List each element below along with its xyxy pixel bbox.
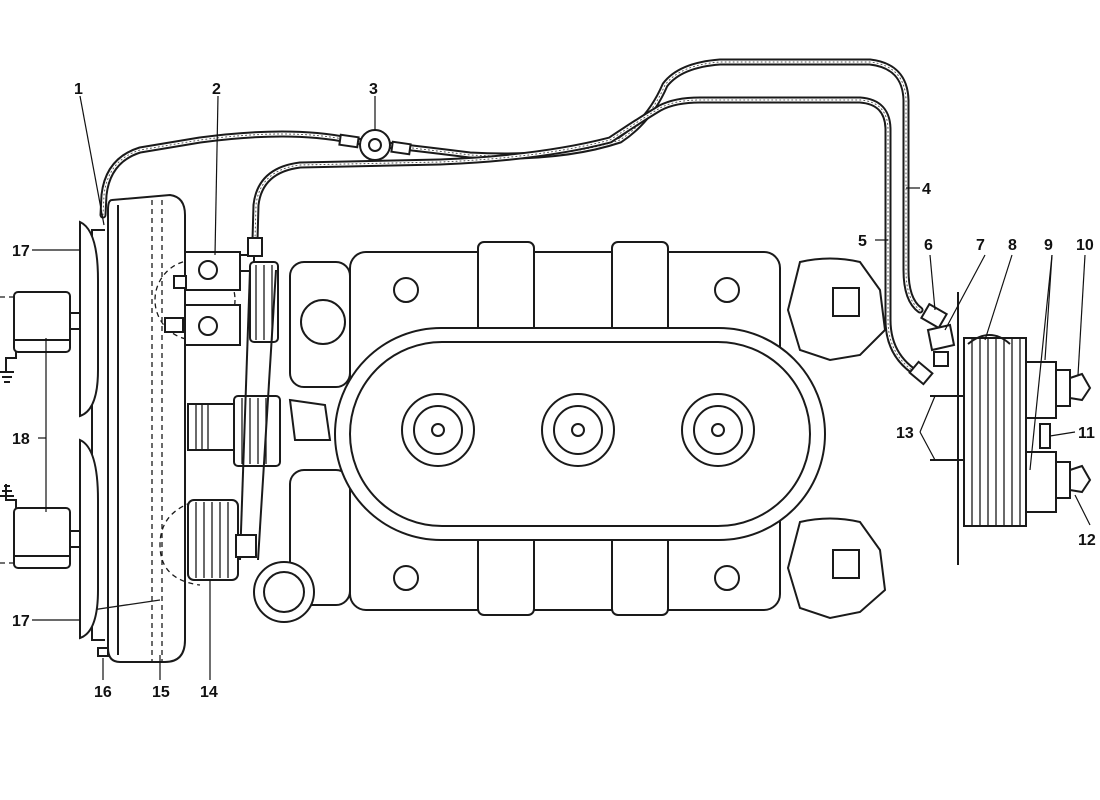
label-6: 6 — [924, 237, 933, 254]
belt-drive — [187, 261, 332, 561]
label-7: 7 — [976, 237, 985, 254]
label-4: 4 — [922, 181, 931, 198]
label-12: 12 — [1078, 532, 1096, 549]
refrigerant-hoses — [99, 58, 929, 382]
callout-labels: 1 2 3 4 5 6 7 8 9 10 11 12 13 14 15 16 1… — [12, 81, 1096, 701]
label-16: 16 — [94, 684, 112, 701]
label-9: 9 — [1044, 237, 1053, 254]
condenser-radiator — [91, 193, 186, 663]
label-8: 8 — [1008, 237, 1017, 254]
compressor — [154, 237, 263, 346]
label-1: 1 — [74, 81, 83, 98]
label-17-bottom: 17 — [12, 613, 30, 630]
leader-lines — [32, 95, 1091, 680]
label-14: 14 — [200, 684, 218, 701]
sight-glass-fitting — [338, 129, 412, 161]
label-18: 18 — [12, 431, 30, 448]
fan-assembly-top — [0, 220, 99, 418]
fan-assembly-bottom — [0, 438, 99, 640]
engine-block — [253, 241, 887, 623]
label-11: 11 — [1078, 425, 1095, 442]
label-15: 15 — [152, 684, 170, 701]
label-3: 3 — [369, 81, 378, 98]
label-2: 2 — [212, 81, 221, 98]
label-13: 13 — [896, 425, 914, 442]
label-10: 10 — [1076, 237, 1094, 254]
crankshaft-pulley — [159, 499, 257, 586]
evaporator-unit — [908, 292, 1092, 565]
label-17-top: 17 — [12, 243, 30, 260]
label-5: 5 — [858, 233, 867, 250]
